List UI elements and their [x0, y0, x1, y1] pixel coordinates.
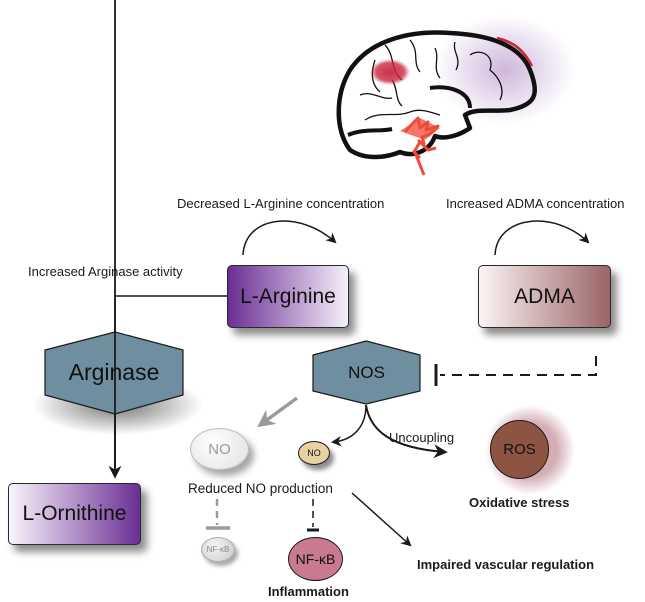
arginase-node[interactable]: Arginase	[45, 350, 183, 395]
uncoupling-label: Uncoupling	[389, 430, 455, 445]
oxidative-stress-label: Oxidative stress	[469, 495, 570, 510]
adma-nos-inhibition-line	[440, 356, 597, 376]
adma-box[interactable]: ADMA	[478, 265, 611, 328]
nos-hexagon	[312, 340, 421, 405]
l-arginine-box[interactable]: L-Arginine	[227, 265, 349, 328]
brain-red-edge	[496, 36, 534, 67]
ros-label: ROS	[503, 441, 536, 458]
uncoupling-arrow	[365, 404, 448, 459]
brain-outline	[336, 30, 537, 160]
brain-illustration	[336, 15, 575, 176]
impaired-vascular-arrow	[351, 492, 412, 547]
l-ornithine-label: L-Ornithine	[22, 502, 127, 525]
l-arginine-label: L-Arginine	[240, 284, 336, 308]
brain-temporal-line	[347, 127, 393, 137]
adma-label: ADMA	[514, 284, 575, 308]
inflammation-label: Inflammation	[268, 584, 349, 599]
reduced-no-node[interactable]: NO	[190, 428, 249, 470]
brain-purple-glow	[435, 15, 575, 125]
arginine-arginase-connector	[114, 295, 228, 338]
nos-node[interactable]: NOS	[313, 355, 420, 391]
nos-label: NOS	[348, 363, 385, 382]
no-label: NO	[307, 448, 321, 458]
brain-vessel-lesion	[403, 116, 440, 176]
decreased-l-arginine-label: Decreased L-Arginine concentration	[177, 196, 385, 211]
nfkb-inactive-node[interactable]: NF-κB	[201, 537, 235, 562]
nfkb-active-label: NF-κB	[295, 551, 336, 567]
brain-lobe-line	[429, 85, 472, 109]
nfkb-inactive-label: NF-κB	[206, 545, 230, 554]
reduced-no-arrow	[257, 396, 299, 428]
adma-loop-arrow	[494, 220, 590, 256]
arginase-label: Arginase	[68, 359, 160, 385]
impaired-vascular-label: Impaired vascular regulation	[417, 557, 595, 572]
nfkb-active-node[interactable]: NF-κB	[288, 537, 343, 581]
no-node[interactable]: NO	[298, 441, 330, 465]
reduced-no-production-label: Reduced NO production	[188, 481, 333, 496]
l-ornithine-box[interactable]: L-Ornithine	[8, 483, 141, 545]
reduced-no-label: NO	[208, 440, 231, 458]
nos-to-no-arrow	[330, 404, 367, 447]
increased-adma-label: Increased ADMA concentration	[446, 196, 625, 211]
ros-node[interactable]: ROS	[490, 420, 549, 479]
l-arginine-loop-arrow	[242, 220, 337, 256]
brain-hemorrhage	[400, 118, 440, 140]
brain-red-lesion	[370, 59, 410, 85]
increased-arginase-label: Increased Arginase activity	[28, 264, 183, 279]
